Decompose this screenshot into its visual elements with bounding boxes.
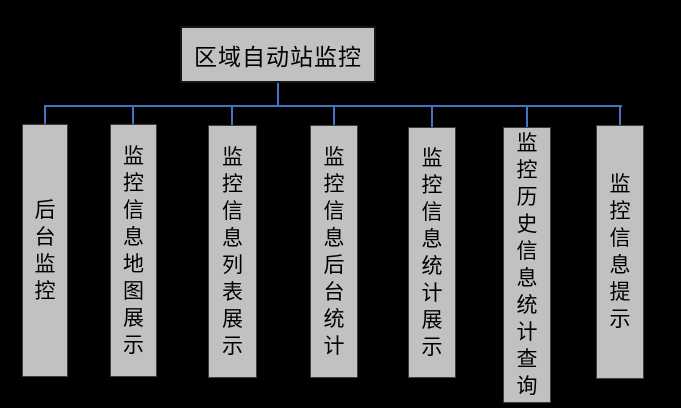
connector-root-stub xyxy=(277,83,279,107)
node-root-regional-auto-station-monitoring: 区域自动站监控 xyxy=(180,26,376,83)
node-monitoring-info-backend-statistics-label: 监控信息后台统计 xyxy=(323,144,345,358)
node-monitoring-info-alert: 监控信息提示 xyxy=(596,125,644,379)
node-backend-monitoring: 后台监控 xyxy=(22,124,68,377)
node-monitoring-info-list-display: 监控信息列表展示 xyxy=(208,125,257,378)
node-monitoring-info-statistics-display: 监控信息统计展示 xyxy=(408,127,456,378)
connector-stub-2 xyxy=(132,105,134,125)
node-monitoring-info-alert-label: 监控信息提示 xyxy=(609,172,631,331)
connector-stub-1 xyxy=(44,105,46,125)
node-monitoring-history-statistics-query: 监控历史信息统计查询 xyxy=(503,127,551,403)
node-backend-monitoring-label: 后台监控 xyxy=(34,197,56,303)
connector-stub-7 xyxy=(619,105,621,126)
connector-stub-3 xyxy=(231,105,233,126)
node-monitoring-info-backend-statistics: 监控信息后台统计 xyxy=(310,125,358,378)
node-monitoring-info-list-display-label: 监控信息列表展示 xyxy=(222,144,243,358)
root-node-label: 区域自动站监控 xyxy=(194,44,362,71)
connector-stub-6 xyxy=(526,105,528,128)
node-monitoring-info-map-display: 监控信息地图展示 xyxy=(110,124,157,377)
node-monitoring-info-statistics-display-label: 监控信息统计展示 xyxy=(421,145,443,359)
node-monitoring-info-map-display-label: 监控信息地图展示 xyxy=(123,143,144,357)
connector-stub-5 xyxy=(431,105,433,128)
connector-stub-4 xyxy=(333,105,335,126)
node-monitoring-history-statistics-query-label: 监控历史信息统计查询 xyxy=(516,131,538,398)
